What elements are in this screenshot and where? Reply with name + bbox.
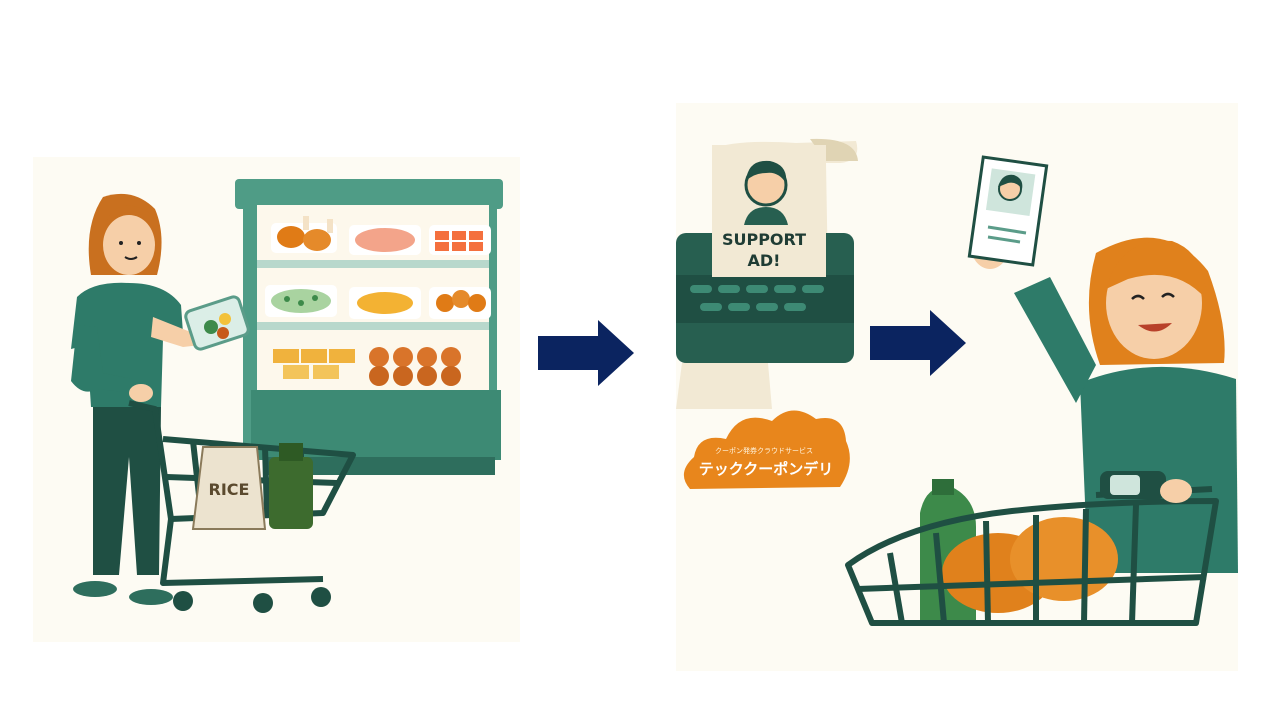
techcoupon-deli-logo: クーポン発券クラウドサービス テッククーポンデリ [683,410,850,489]
arrow-right-icon [870,310,966,376]
cart-handle-scanner [1100,471,1192,503]
receipt-face-icon [744,160,788,225]
flow-arrow-2 [868,308,968,378]
chicken-tray [271,216,337,253]
rice-bag-label: RICE [209,480,250,499]
logo-name: テッククーポンデリ [699,460,833,478]
meat-tray [349,225,421,255]
rice-bag: RICE [191,446,267,530]
tofu-tray [273,349,355,379]
cart-wheels [173,587,331,613]
coupon-illustration: SUPPORT AD! クーポン発券クラウドサービス テッククーポンデリ [676,138,1238,626]
salmon-tray [429,225,491,255]
receipt-text-line2: AD! [748,251,781,270]
cloud-logo-icon [683,410,850,489]
logo-subtitle: クーポン発券クラウドサービス [715,446,813,455]
coupon-printer: SUPPORT AD! [676,138,858,409]
step-1-shopper-selecting: RICE [33,157,520,642]
shopper-woman [71,193,250,605]
shopper-showing-coupon [845,155,1238,626]
croquette-tray [429,287,491,319]
salad-tray [265,285,337,317]
dumpling-tray [369,347,461,386]
arrow-right-icon [538,320,634,386]
refrigerated-case [235,179,503,475]
step-2-3-coupon-flow: SUPPORT AD! クーポン発券クラウドサービス テッククーポンデリ [676,103,1238,671]
flow-arrow-1 [536,318,636,388]
food-pack-in-hand [184,295,250,351]
receipt-text-line1: SUPPORT [722,230,806,249]
coupon-card [967,155,1049,267]
shopper-at-fridge-illustration: RICE [71,179,503,613]
bottle [269,443,313,529]
noodle-tray [349,287,421,319]
